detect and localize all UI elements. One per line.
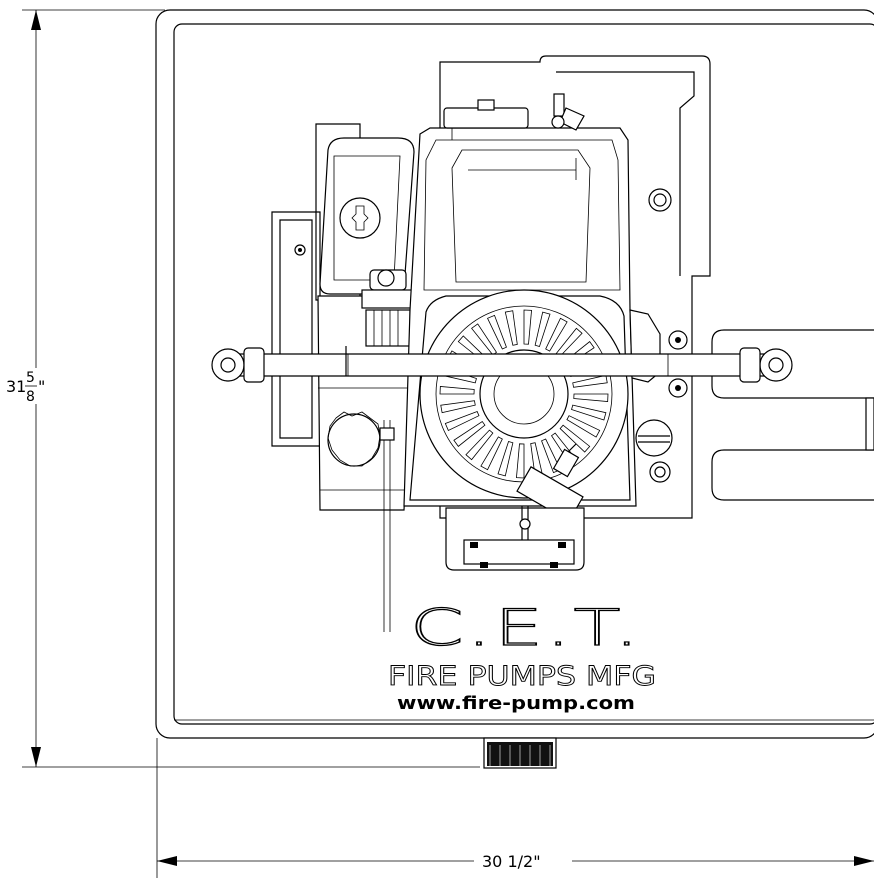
- fan-fin: [487, 314, 507, 350]
- left-engine-body: [317, 295, 413, 632]
- fan-fin: [471, 323, 498, 356]
- arrow-left-icon: [157, 856, 177, 866]
- fan-fin: [572, 374, 608, 388]
- fan-fin: [573, 393, 609, 402]
- fan-fin: [571, 404, 607, 421]
- right-bolts: [629, 188, 688, 483]
- width-value: 30 1/2": [482, 852, 541, 871]
- fan-fin: [480, 436, 503, 471]
- spark-plug: [551, 93, 585, 131]
- arrow-down-icon: [31, 747, 41, 767]
- width-dimension: 30 1/2": [156, 738, 874, 878]
- fan-fin: [545, 317, 568, 352]
- height-inch-mark: ": [38, 377, 45, 396]
- logo-text: C.E.T.: [410, 599, 642, 657]
- fuel-tank: [294, 137, 415, 295]
- recoil-starter: [409, 289, 631, 501]
- fan-fin: [465, 429, 494, 461]
- pump-outlet-housing: [445, 506, 585, 571]
- fan-fin: [516, 443, 525, 479]
- website-url: www.fire-pump.com: [397, 693, 635, 714]
- branding: C.E.T. FIRE PUMPS MFG www.fire-pump.com: [388, 598, 657, 714]
- fan-fin: [504, 310, 518, 346]
- height-value-whole: 31: [6, 377, 26, 396]
- outlet-threaded-nipple: [483, 737, 557, 769]
- right-handle-recess: [711, 329, 874, 501]
- fan-fin: [497, 441, 514, 477]
- lifting-bar: [211, 346, 793, 383]
- arrow-right-icon: [854, 856, 874, 866]
- height-value-numerator: 5: [26, 370, 35, 386]
- drain-plug-icon: [635, 419, 673, 457]
- fan-fin: [541, 438, 561, 474]
- fan-fin: [440, 400, 476, 414]
- fan-fin: [453, 420, 486, 447]
- fan-fin: [534, 311, 551, 347]
- fan-fin: [523, 309, 532, 345]
- height-value-denominator: 8: [26, 389, 35, 405]
- fan-fin: [444, 411, 480, 431]
- arrow-up-icon: [31, 10, 41, 30]
- fuel-cap-icon: [339, 197, 381, 239]
- throttle-knob: [361, 269, 413, 347]
- company-name: FIRE PUMPS MFG: [388, 661, 656, 692]
- fan-fin: [439, 386, 475, 395]
- fan-fin: [559, 424, 591, 453]
- fan-fin: [566, 415, 601, 438]
- height-dimension: 31 5 8 ": [6, 9, 480, 768]
